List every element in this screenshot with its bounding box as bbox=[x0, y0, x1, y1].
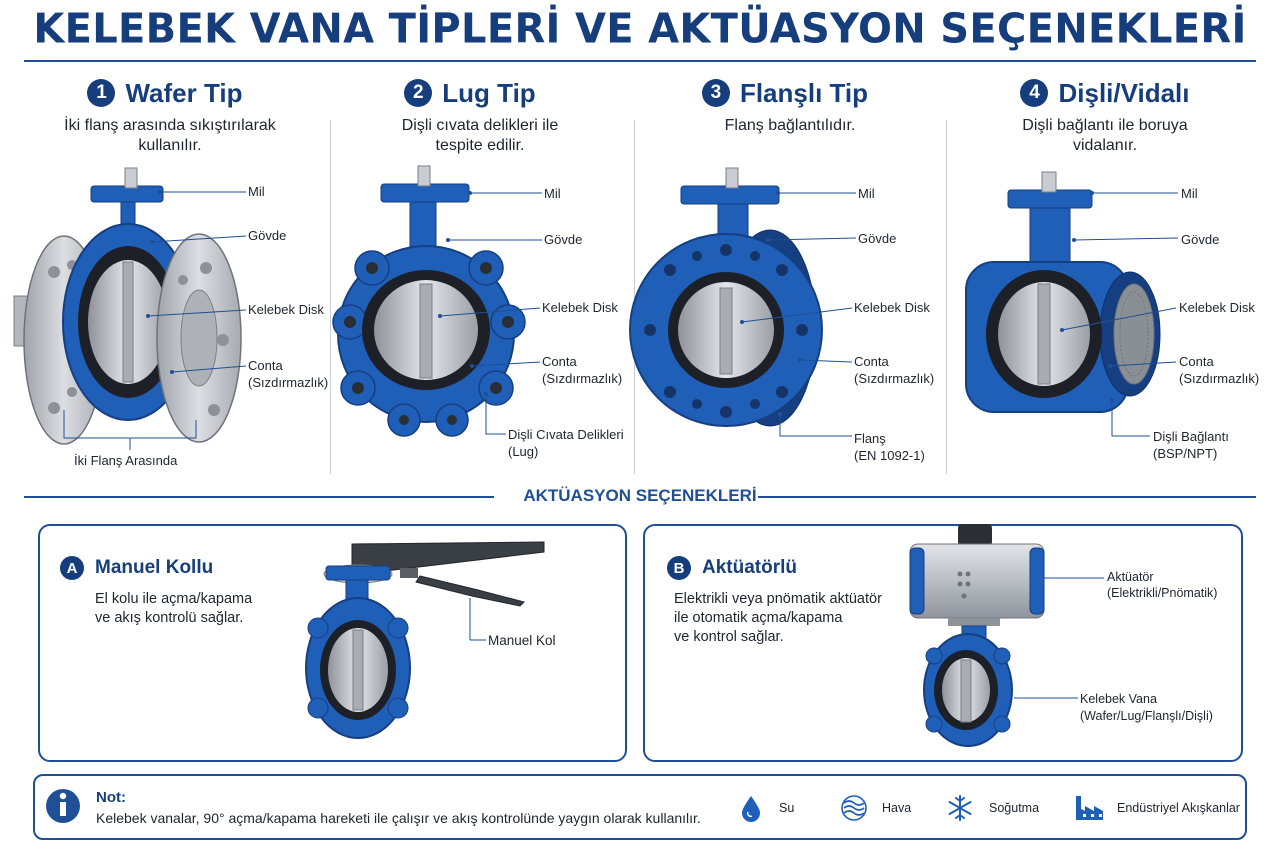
label-govde: Gövde bbox=[544, 232, 583, 247]
label-disk: Kelebek Disk bbox=[1179, 300, 1255, 315]
label-mil: Mil bbox=[1181, 186, 1198, 201]
option-badge: A bbox=[60, 556, 84, 580]
snowflake-icon bbox=[948, 795, 972, 821]
option-title: Aktüatörlü bbox=[702, 557, 797, 578]
option-title: Manuel Kollu bbox=[95, 557, 214, 578]
title-divider bbox=[24, 60, 1256, 62]
legend-label-air: Hava bbox=[882, 801, 912, 815]
type-title: Flanşlı Tip bbox=[739, 77, 869, 108]
type-title: Lug Tip bbox=[442, 77, 536, 108]
type-title: Dişli/Vidalı bbox=[1058, 77, 1190, 108]
wafer-valve-drawing bbox=[13, 167, 242, 445]
type-number: 3 bbox=[701, 79, 730, 107]
column-divider bbox=[946, 120, 947, 474]
type-header-flanged: 3 Flanşlı Tip bbox=[680, 76, 890, 110]
manual-lever-valve-drawing bbox=[305, 541, 545, 739]
label-disk: Kelebek Disk bbox=[854, 300, 930, 315]
actuation-section-title: AKTÜASYON SEÇENEKLERİ bbox=[523, 486, 757, 505]
section-divider-right bbox=[758, 496, 1256, 498]
factory-icon bbox=[1076, 796, 1103, 820]
option-badge: B bbox=[667, 556, 691, 580]
label-govde: Gövde bbox=[858, 231, 897, 246]
label-disk: Kelebek Disk bbox=[248, 302, 324, 317]
section-divider-left bbox=[24, 496, 494, 498]
page-title: KELEBEK VANA TİPLERİ VE AKTÜASYON SEÇENE… bbox=[33, 5, 1247, 53]
label-conta: Conta(Sızdırmazlık) bbox=[1179, 354, 1260, 386]
label-butterfly-valve: Kelebek Vana(Wafer/Lug/Flanşlı/Dişli) bbox=[1080, 692, 1213, 723]
label-govde: Gövde bbox=[1181, 232, 1220, 247]
air-waves-icon bbox=[841, 795, 867, 821]
column-divider bbox=[330, 120, 331, 474]
type-description-flanged: Flanş bağlantılıdır. bbox=[724, 117, 856, 134]
legend-label-cooling: Soğutma bbox=[989, 801, 1040, 815]
flanged-valve-drawing bbox=[629, 167, 823, 427]
type-header-wafer: 1 Wafer Tip bbox=[60, 76, 270, 110]
note-title: Not: bbox=[96, 789, 126, 806]
type-number: 4 bbox=[1020, 79, 1049, 107]
label-between-flanges: İki Flanş Arasında bbox=[74, 453, 178, 468]
note-text: Kelebek vanalar, 90° açma/kapama hareket… bbox=[96, 810, 701, 826]
type-title: Wafer Tip bbox=[125, 77, 243, 108]
manual-lever-header: A Manuel Kollu bbox=[60, 556, 213, 580]
label-lug-holes: Dişli Cıvata Delikleri(Lug) bbox=[508, 427, 624, 459]
type-number: 2 bbox=[404, 79, 433, 107]
actuator-header: B Aktüatörlü bbox=[667, 556, 797, 580]
label-disk: Kelebek Disk bbox=[542, 300, 618, 315]
note-panel bbox=[33, 774, 1247, 840]
type-header-lug: 2 Lug Tip bbox=[370, 76, 570, 110]
water-drop-icon bbox=[742, 796, 760, 822]
label-threaded-connection: Dişli Bağlantı(BSP/NPT) bbox=[1153, 429, 1229, 461]
threaded-valve-drawing bbox=[965, 171, 1161, 413]
label-flange: Flanş(EN 1092-1) bbox=[854, 431, 925, 463]
label-actuator: Aktüatör(Elektrikli/Pnömatik) bbox=[1107, 570, 1218, 600]
label-conta: Conta(Sızdırmazlık) bbox=[854, 354, 935, 386]
legend-label-industrial: Endüstriyel Akışkanlar bbox=[1117, 801, 1240, 815]
type-header-threaded: 4 Dişli/Vidalı bbox=[995, 76, 1215, 110]
label-govde: Gövde bbox=[248, 228, 287, 243]
label-conta: Conta(Sızdırmazlık) bbox=[542, 354, 623, 386]
lug-valve-drawing bbox=[332, 165, 526, 437]
type-number: 1 bbox=[87, 79, 116, 107]
info-icon bbox=[46, 789, 80, 823]
label-conta: Conta(Sızdırmazlık) bbox=[248, 358, 329, 390]
legend-label-water: Su bbox=[779, 801, 795, 815]
column-divider bbox=[634, 120, 635, 474]
label-mil: Mil bbox=[858, 186, 875, 201]
actuated-valve-drawing bbox=[909, 524, 1045, 747]
label-mil: Mil bbox=[544, 186, 561, 201]
label-manual-lever: Manuel Kol bbox=[488, 633, 556, 648]
label-mil: Mil bbox=[248, 184, 265, 199]
